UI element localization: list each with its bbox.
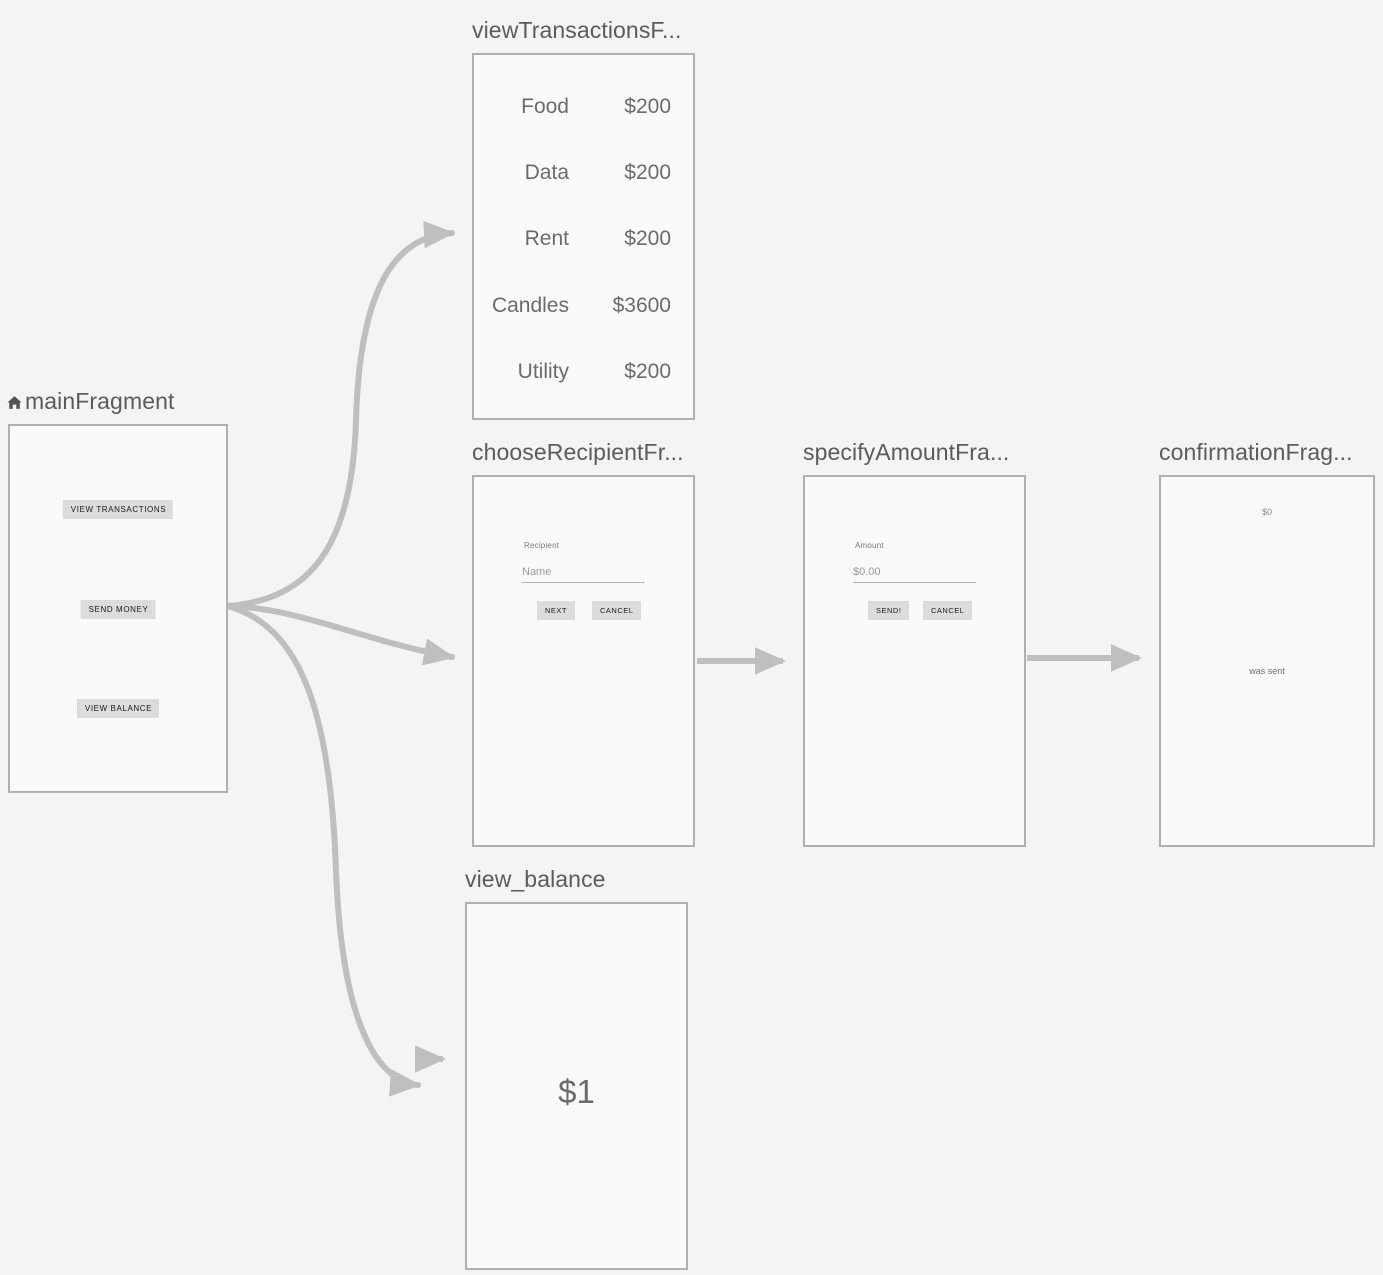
edge-main-to-view-balance bbox=[225, 603, 422, 1097]
send-money-button[interactable]: SEND MONEY bbox=[80, 600, 156, 619]
node-title-main-fragment-label: mainFragment bbox=[25, 388, 175, 414]
node-title-choose-recipient: chooseRecipientFr... bbox=[472, 439, 684, 465]
transaction-amount: $200 bbox=[624, 95, 671, 118]
node-frame-confirmation[interactable]: $0 was sent bbox=[1159, 475, 1375, 847]
balance-amount: $1 bbox=[558, 1073, 595, 1110]
node-choose-recipient-fragment[interactable]: chooseRecipientFr... Recipient Name NEXT… bbox=[472, 439, 695, 847]
view-balance-button[interactable]: VIEW BALANCE bbox=[76, 699, 160, 718]
send-button[interactable]: SEND! bbox=[868, 601, 910, 620]
cancel-button[interactable]: CANCEL bbox=[592, 601, 642, 620]
node-title-view-balance: view_balance bbox=[465, 866, 606, 892]
node-frame-specify-amount[interactable]: Amount $0.00 SEND! CANCEL bbox=[803, 475, 1026, 847]
node-frame-view-balance[interactable]: $1 bbox=[465, 902, 688, 1270]
transaction-name: Food bbox=[521, 95, 569, 118]
node-frame-main-fragment[interactable]: VIEW TRANSACTIONS SEND MONEY VIEW BALANC… bbox=[8, 424, 228, 793]
amount-input[interactable]: $0.00 bbox=[853, 566, 976, 583]
transaction-name: Data bbox=[524, 161, 569, 184]
home-icon bbox=[6, 390, 23, 417]
amount-label: Amount bbox=[855, 541, 884, 550]
node-title-view-transactions: viewTransactionsF... bbox=[472, 17, 682, 43]
edge-main-to-view-transactions bbox=[225, 220, 456, 609]
transaction-name: Candles bbox=[491, 294, 569, 317]
node-title-main-fragment: mainFragment bbox=[6, 388, 174, 417]
table-row: Rent $200 bbox=[474, 227, 693, 250]
transaction-name: Rent bbox=[524, 227, 569, 250]
node-view-transactions-fragment[interactable]: viewTransactionsF... Food $200 Data $200… bbox=[472, 17, 695, 420]
table-row: Candles $3600 bbox=[474, 294, 693, 317]
table-row: Food $200 bbox=[474, 95, 693, 118]
node-frame-view-transactions[interactable]: Food $200 Data $200 Rent $200 Candles $3… bbox=[472, 53, 695, 420]
node-confirmation-fragment[interactable]: confirmationFrag... $0 was sent bbox=[1159, 439, 1375, 847]
node-specify-amount-fragment[interactable]: specifyAmountFra... Amount $0.00 SEND! C… bbox=[803, 439, 1026, 847]
transaction-amount: $3600 bbox=[612, 294, 671, 317]
node-main-fragment[interactable]: mainFragment VIEW TRANSACTIONS SEND MONE… bbox=[7, 388, 228, 793]
confirmation-message: was sent bbox=[1249, 666, 1285, 676]
node-title-confirmation: confirmationFrag... bbox=[1159, 439, 1353, 465]
table-row: Data $200 bbox=[474, 161, 693, 184]
confirmation-amount: $0 bbox=[1261, 507, 1272, 517]
recipient-label: Recipient bbox=[524, 541, 560, 550]
recipient-name-input[interactable]: Name bbox=[522, 566, 645, 583]
view-transactions-button[interactable]: VIEW TRANSACTIONS bbox=[62, 500, 174, 519]
node-title-specify-amount: specifyAmountFra... bbox=[803, 439, 1010, 465]
next-button[interactable]: NEXT bbox=[537, 601, 576, 620]
transaction-amount: $200 bbox=[624, 227, 671, 250]
cancel-button[interactable]: CANCEL bbox=[923, 601, 973, 620]
transaction-name: Utility bbox=[517, 360, 569, 383]
node-view-balance[interactable]: view_balance $1 bbox=[465, 866, 688, 1270]
table-row: Utility $200 bbox=[474, 360, 693, 383]
edge-main-to-choose-recipient bbox=[225, 603, 456, 666]
transaction-amount: $200 bbox=[624, 360, 671, 383]
transaction-amount: $200 bbox=[624, 161, 671, 184]
node-frame-choose-recipient[interactable]: Recipient Name NEXT CANCEL bbox=[472, 475, 695, 847]
